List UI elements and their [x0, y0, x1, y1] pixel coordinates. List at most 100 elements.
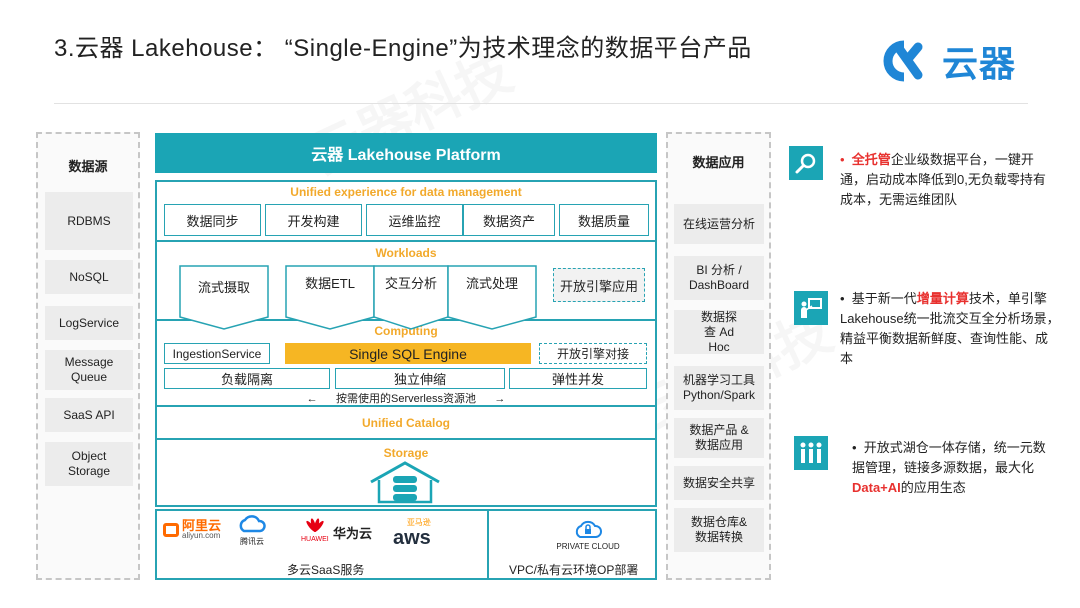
vendor-huawei: HUAWEI [301, 517, 329, 543]
divider-line [157, 405, 655, 407]
private-cloud-label: PRIVATE CLOUD [556, 542, 620, 551]
workload-label: 流式摄取 [197, 280, 250, 295]
workload-interactive: 交互分析 [373, 265, 449, 330]
serverless-label: 按需使用的Serverless资源池 [336, 393, 476, 405]
note-highlight: 增量计算 [916, 291, 969, 306]
app-data-products: 数据产品 & 数据应用 [674, 418, 764, 458]
data-sources-title: 数据源 [68, 159, 108, 174]
app-data-sharing: 数据安全共享 [674, 466, 764, 500]
note-incremental: • 基于新一代增量计算技术，单引擎Lakehouse统一批流交互全分析场景，精益… [840, 289, 1060, 369]
app-dw-transform: 数据仓库& 数据转换 [674, 508, 764, 552]
aliyun-icon [163, 522, 179, 537]
divider-line [487, 511, 489, 578]
huawei-icon [306, 518, 324, 532]
serverless-pool: ← 按需使用的Serverless资源池 → [155, 390, 657, 406]
workload-label: 流式处理 [465, 276, 518, 291]
source-logservice: LogService [45, 306, 133, 340]
open-engine-app: 开放引擎应用 [553, 268, 645, 302]
private-cloud-icon [575, 520, 602, 538]
note-bullet: • [840, 152, 845, 167]
vendor-aws: 亚马逊 aws [393, 517, 431, 548]
saas-caption: 多云SaaS服务 [287, 563, 365, 577]
feature-scaling: 独立伸缩 [335, 368, 505, 389]
amazon-label: 亚马逊 [406, 518, 431, 527]
storage-label: Storage [383, 446, 429, 460]
vendor-aliyun: 阿里云 aliyun.com [163, 519, 221, 540]
source-nosql: NoSQL [45, 260, 133, 294]
note-open-storage: • 开放式湖仓一体存储，统一元数据管理，链接多源数据，最大化Data+AI的应用… [852, 438, 1056, 498]
cloud-deployment: 阿里云 aliyun.com 腾讯云 HUAWEI 华为云 亚马逊 aws [155, 509, 657, 580]
unified-catalog-label: Unified Catalog [361, 416, 450, 430]
source-rdbms: RDBMS [45, 192, 133, 250]
presenter-icon [801, 298, 822, 318]
page-title: 3.云器 Lakehouse： “Single-Engine”为技术理念的数据平… [54, 35, 752, 62]
platform-body: Unified experience for data management 数… [155, 180, 657, 507]
tencent-label: 腾讯云 [240, 537, 264, 546]
title-divider [54, 103, 1028, 104]
aliyun-label: 阿里云 [182, 518, 222, 533]
divider-line [157, 240, 655, 242]
aliyun-sub: aliyun.com [182, 531, 221, 540]
workload-label: 数据ETL [305, 276, 355, 291]
app-bi-dashboard: BI 分析 / DashBoard [674, 256, 764, 300]
source-object-storage: Object Storage [45, 442, 133, 486]
app-adhoc: 数据探查 Ad Hoc [674, 310, 764, 354]
unified-item-sync: 数据同步 [164, 204, 261, 236]
logo-mark-icon [883, 40, 923, 82]
source-saas-api: SaaS API [45, 398, 133, 432]
single-sql-engine: Single SQL Engine [285, 343, 531, 364]
workload-shape [447, 265, 537, 330]
source-message-queue: Message Queue [45, 350, 133, 390]
workload-shape [373, 265, 449, 330]
feature-concurrency: 弹性并发 [509, 368, 647, 389]
data-sources-column: 数据源 RDBMS NoSQL LogService Message Queue… [36, 132, 140, 580]
unified-item-quality: 数据质量 [559, 204, 649, 236]
storage-house-icon [370, 461, 440, 504]
unified-item-dev: 开发构建 [265, 204, 362, 236]
note-prefix: 开放式湖仓一体存储，统一元数据管理，链接多源数据，最大化 [852, 440, 1046, 475]
note-text: 技术，单引擎Lakehouse统一批流交互全分析场景，精益平衡数据新鲜度、查询性… [840, 291, 1060, 366]
arrow-left-icon: ← [306, 393, 337, 405]
workload-shape [179, 265, 269, 330]
workload-shape [285, 265, 375, 330]
note-bullet: • [840, 291, 845, 306]
vendor-tencent: 腾讯云 [237, 515, 267, 547]
presenter-note-icon [794, 291, 828, 325]
search-note-icon [789, 146, 823, 180]
note-text: 企业级数据平台，一键开通，启动成本降低到0,无负载零持有成本，无需运维团队 [840, 152, 1046, 207]
open-engine-connect: 开放引擎对接 [539, 343, 647, 364]
note-highlight: Data+AI [852, 480, 901, 495]
platform-header: 云器 Lakehouse Platform [155, 133, 657, 173]
magnifier-icon [795, 153, 816, 174]
workload-ingest: 流式摄取 [179, 265, 269, 330]
unified-experience-label: Unified experience for data management [290, 185, 522, 199]
app-online-ops: 在线运营分析 [674, 204, 764, 244]
unified-item-ops: 运维监控 [366, 204, 463, 236]
divider-line [157, 438, 655, 440]
workload-label: 交互分析 [384, 276, 437, 291]
workload-etl: 数据ETL [285, 265, 375, 330]
app-ml-tools: 机器学习工具 Python/Spark [674, 366, 764, 410]
feature-isolation: 负载隔离 [164, 368, 330, 389]
aws-label: aws [393, 527, 431, 549]
team-note-icon [794, 436, 828, 470]
vpc-caption: VPC/私有云环境OP部署 [509, 563, 639, 577]
huawei-cloud-label: 华为云 [333, 526, 373, 541]
note-text: 的应用生态 [900, 480, 966, 495]
unified-item-assets: 数据资产 [463, 204, 555, 236]
data-apps-title: 数据应用 [692, 155, 745, 170]
note-highlight: 全托管 [851, 152, 891, 167]
huawei-sub: HUAWEI [301, 536, 329, 543]
tencent-cloud-icon [239, 515, 266, 533]
workloads-label: Workloads [375, 246, 437, 260]
data-apps-column: 数据应用 在线运营分析 BI 分析 / DashBoard 数据探查 Ad Ho… [666, 132, 771, 580]
arrow-right-icon: → [475, 393, 506, 405]
note-prefix: 基于新一代 [851, 291, 917, 306]
note-managed: • 全托管企业级数据平台，一键开通，启动成本降低到0,无负载零持有成本，无需运维… [840, 150, 1054, 210]
ingestion-service: IngestionService [164, 343, 270, 364]
team-icon [800, 442, 822, 463]
vendor-private-cloud: PRIVATE CLOUD [533, 519, 643, 551]
logo: 云器 [874, 36, 1024, 86]
computing-label: Computing [374, 324, 438, 338]
workload-stream: 流式处理 [447, 265, 537, 330]
